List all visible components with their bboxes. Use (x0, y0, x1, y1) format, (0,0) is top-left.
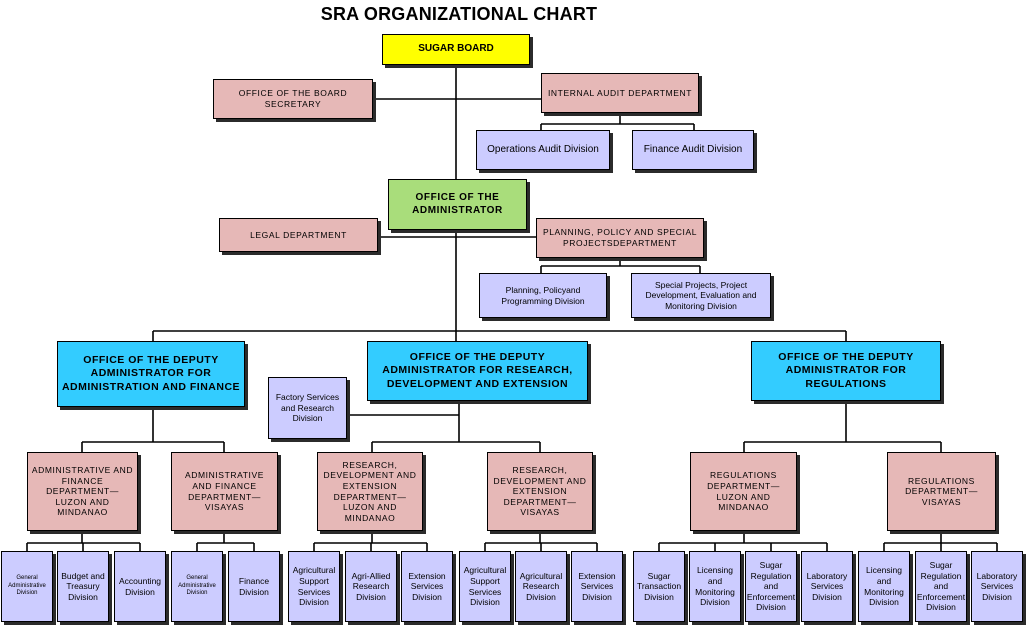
node-internal-audit: INTERNAL AUDIT DEPARTMENT (541, 73, 699, 113)
node-accounting-division: Accounting Division (114, 551, 166, 622)
node-licensing-division-2: Licensing and Monitoring Division (858, 551, 910, 622)
node-laboratory-division-1: Laboratory Services Division (801, 551, 853, 622)
node-general-admin-division-2: General Administrative Division (171, 551, 223, 622)
node-operations-audit-division: Operations Audit Division (476, 130, 610, 170)
node-sugar-regulation-division-1: Sugar Regulation and Enforcement Divisio… (745, 551, 797, 622)
node-legal-department: LEGAL DEPARTMENT (219, 218, 378, 252)
node-deputy-research: OFFICE OF THE DEPUTY ADMINISTRATOR FOR R… (367, 341, 588, 401)
node-budget-treasury-division: Budget and Treasury Division (57, 551, 109, 622)
node-sugar-board: SUGAR BOARD (382, 34, 530, 65)
node-rde-visayas-department: RESEARCH, DEVELOPMENT AND EXTENSION DEPA… (487, 452, 593, 531)
node-deputy-admin-finance: OFFICE OF THE DEPUTY ADMINISTRATOR FOR A… (57, 341, 245, 407)
node-planning-division: Planning, Policyand Programming Division (479, 273, 607, 318)
node-special-projects-division: Special Projects, Project Development, E… (631, 273, 771, 318)
node-sugar-regulation-division-2: Sugar Regulation and Enforcement Divisio… (915, 551, 967, 622)
node-agri-support-division-2: Agricultural Support Services Division (459, 551, 511, 622)
chart-title: SRA ORGANIZATIONAL CHART (320, 4, 598, 24)
node-agri-support-division-1: Agricultural Support Services Division (288, 551, 340, 622)
node-finance-audit-division: Finance Audit Division (632, 130, 754, 170)
node-extension-division-2: Extension Services Division (571, 551, 623, 622)
node-planning-department: PLANNING, POLICY AND SPECIAL PROJECTSDEP… (536, 218, 704, 258)
node-extension-division-1: Extension Services Division (401, 551, 453, 622)
node-licensing-division-1: Licensing and Monitoring Division (689, 551, 741, 622)
node-administrator: OFFICE OF THE ADMINISTRATOR (388, 179, 527, 230)
node-laboratory-division-2: Laboratory Services Division (971, 551, 1023, 622)
node-deputy-regulations: OFFICE OF THE DEPUTY ADMINISTRATOR FOR R… (751, 341, 941, 401)
node-board-secretary: OFFICE OF THE BOARD SECRETARY (213, 79, 373, 119)
node-reg-visayas-department: REGULATIONS DEPARTMENT— VISAYAS (887, 452, 996, 531)
node-general-admin-division-1: General Administrative Division (1, 551, 53, 622)
node-reg-luzon-department: REGULATIONS DEPARTMENT— LUZON AND MINDAN… (690, 452, 797, 531)
node-agri-allied-division: Agri-Allied Research Division (345, 551, 397, 622)
node-finance-division: Finance Division (228, 551, 280, 622)
node-af-visayas-department: ADMINISTRATIVE AND FINANCE DEPARTMENT— V… (171, 452, 278, 531)
node-sugar-transaction-division: Sugar Transaction Division (633, 551, 685, 622)
node-agri-research-division: Agricultural Research Division (515, 551, 567, 622)
node-af-luzon-department: ADMINISTRATIVE AND FINANCE DEPARTMENT— L… (27, 452, 138, 531)
node-factory-services-division: Factory Services and Research Division (268, 377, 347, 439)
node-rde-luzon-department: RESEARCH, DEVELOPMENT AND EXTENSION DEPA… (317, 452, 423, 531)
